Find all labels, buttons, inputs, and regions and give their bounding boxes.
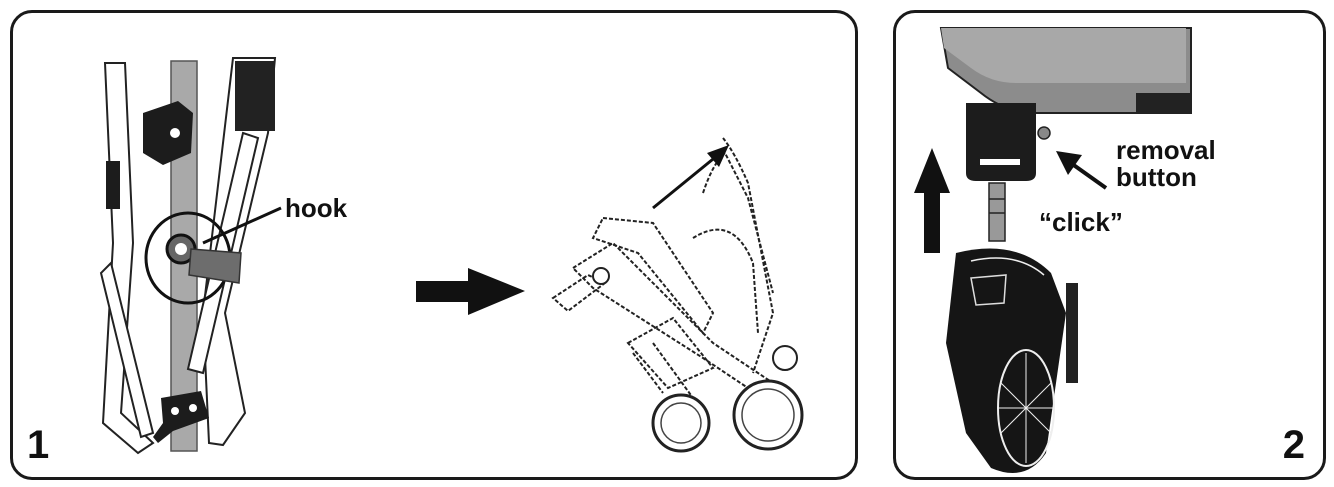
wheel-mount: [966, 103, 1036, 181]
lift-arrow-head: [707, 145, 729, 167]
wheel-removal-illustration: [914, 27, 1192, 473]
lift-up-arrow: [914, 148, 950, 253]
hook-strap: [188, 248, 242, 284]
sequence-arrow: [416, 268, 525, 315]
removal-label-line2: button: [1116, 161, 1197, 192]
axle-pin: [988, 182, 1006, 242]
frame-joint-bottom: [153, 391, 209, 443]
frame-joint-left: [106, 161, 120, 209]
hook-leader-line: [202, 206, 282, 245]
step-1-panel: hook 1: [10, 10, 858, 480]
removal-arrow-head: [1056, 151, 1082, 175]
step-number-1: 1: [27, 423, 50, 467]
step-number-2: 2: [1282, 423, 1305, 467]
removal-button-label: removal button: [1116, 137, 1216, 190]
click-label: “click”: [1039, 207, 1123, 237]
hook-label: hook: [285, 193, 348, 223]
removal-button: [1037, 126, 1051, 140]
lift-arrow-line: [652, 153, 719, 210]
stroller-frame-hook-illustration: [99, 57, 804, 455]
step-2-panel: removal button “click” 2: [893, 10, 1326, 480]
frame-joint-middle: [143, 101, 193, 165]
removal-label-line1: removal: [1116, 135, 1216, 165]
folded-stroller-illustration: [551, 137, 790, 410]
frame-joint-top-right: [235, 61, 275, 131]
folded-wheel-rear: [732, 379, 804, 451]
